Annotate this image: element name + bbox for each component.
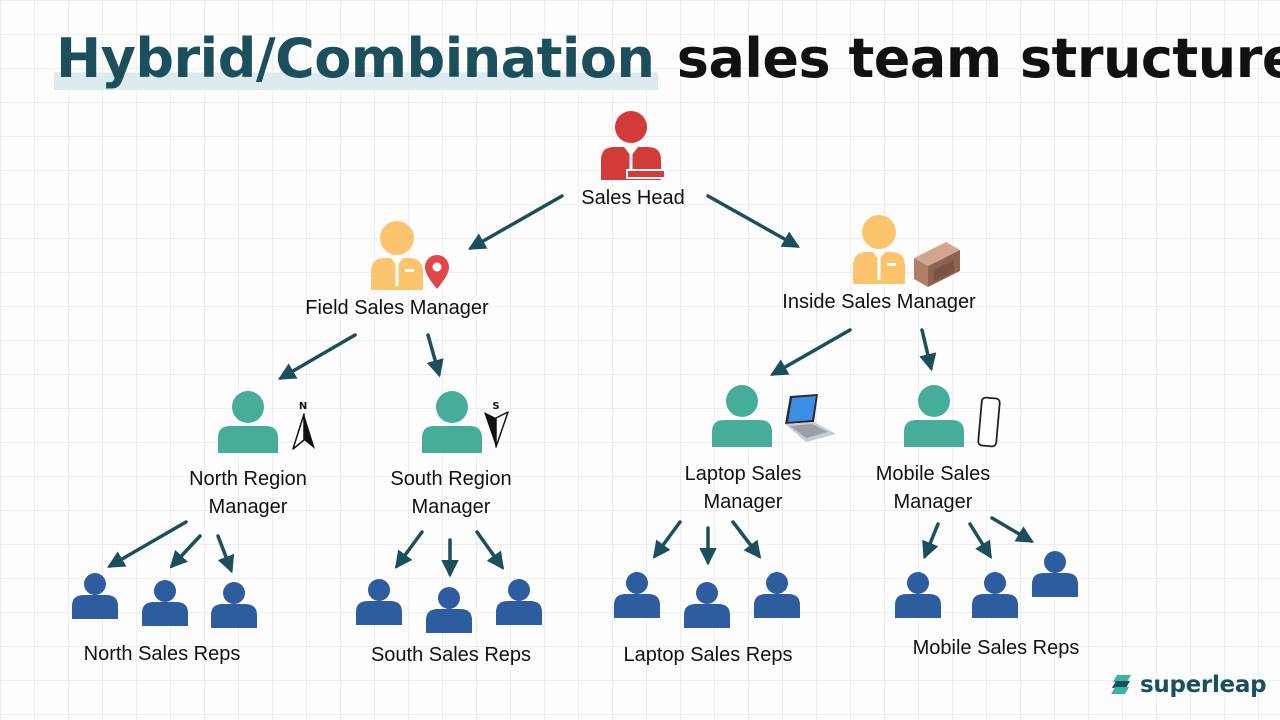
north-manager-label: North Region Manager [189, 465, 307, 521]
arrow-inside-to-mobile [919, 328, 937, 372]
compass-north-label: N [299, 401, 307, 412]
field-manager-icon [371, 221, 423, 290]
north-manager-icon [218, 391, 278, 453]
arrow-north-to-rep1 [106, 520, 188, 568]
south-manager-label: South Region Manager [390, 465, 511, 521]
sales-head-label: Sales Head [581, 187, 685, 209]
arrow-north-to-rep2 [169, 534, 202, 569]
arrow-laptop-to-rep3 [731, 520, 762, 559]
arrow-head-to-inside [706, 194, 801, 248]
rep-icon [356, 579, 402, 625]
laptop-manager-line-2: Manager [703, 491, 783, 513]
rep-icon [754, 572, 800, 618]
rep-icon [496, 579, 542, 625]
arrow-inside-to-laptop [769, 328, 852, 376]
title-rest: sales team structure [676, 27, 1280, 90]
inside-manager-label: Inside Sales Manager [782, 291, 976, 313]
south-reps-label: South Sales Reps [370, 644, 532, 666]
arrow-mobile-to-rep3 [990, 516, 1035, 543]
rep-icon [972, 572, 1018, 618]
laptop-manager-icon [712, 385, 772, 447]
mobile-manager-label: Mobile Sales Manager [876, 460, 991, 516]
mobile-manager-line-1: Mobile Sales [875, 463, 991, 485]
laptop-reps-label: Laptop Sales Reps [623, 644, 793, 666]
connector-arrows [106, 194, 1035, 578]
compass-north-icon: N [292, 401, 315, 450]
rep-icon [684, 582, 730, 628]
mobile-reps-icons [895, 551, 1078, 618]
mobile-manager-line-2: Manager [893, 491, 973, 513]
south-manager-line-2: Manager [411, 496, 491, 518]
title-highlight: Hybrid/Combination [54, 27, 659, 90]
page-title: Hybrid/Combination sales team structure [54, 24, 1280, 94]
rep-icon [211, 582, 257, 628]
laptop-manager-line-1: Laptop Sales [684, 463, 802, 485]
arrow-mobile-to-rep2 [968, 522, 992, 559]
rep-icon [614, 572, 660, 618]
inside-manager-icon [853, 215, 905, 284]
north-reps-label: North Sales Reps [83, 643, 241, 665]
north-reps-icons [72, 573, 257, 628]
laptop-icon [785, 394, 836, 442]
rep-icon [72, 573, 118, 619]
arrow-north-to-rep3 [216, 534, 235, 574]
laptop-manager-label: Laptop Sales Manager [685, 460, 802, 516]
desk-icon [914, 242, 960, 287]
compass-south-icon: S [484, 401, 509, 448]
sales-head-icon [601, 111, 666, 180]
arrow-field-to-north [277, 333, 357, 380]
compass-south-label: S [492, 401, 499, 412]
mobile-reps-label: Mobile Sales Reps [912, 637, 1080, 659]
brand-name: superleap [1140, 672, 1267, 698]
south-reps-icons [356, 579, 542, 633]
rep-icon [426, 587, 472, 633]
arrow-south-to-rep1 [394, 530, 424, 569]
mobile-phone-icon [977, 396, 1001, 448]
arrow-mobile-to-rep1 [922, 522, 940, 560]
arrow-field-to-south [426, 333, 444, 378]
south-manager-icon [422, 391, 482, 453]
laptop-reps-icons [614, 572, 800, 628]
north-manager-line-2: Manager [208, 496, 288, 518]
arrow-laptop-to-rep1 [652, 520, 682, 559]
mobile-manager-icon [904, 385, 964, 447]
map-pin-icon [425, 255, 449, 289]
rep-icon [895, 572, 941, 618]
rep-icon [1032, 551, 1078, 597]
field-manager-label: Field Sales Manager [305, 297, 489, 319]
north-manager-line-1: North Region [189, 468, 307, 490]
brand-logo: superleap [1110, 672, 1267, 698]
rep-icon [142, 580, 188, 626]
superleap-logo-icon [1111, 675, 1131, 694]
arrow-south-to-rep3 [475, 530, 505, 570]
south-manager-line-1: South Region [390, 468, 512, 490]
arrow-head-to-field [467, 194, 564, 250]
